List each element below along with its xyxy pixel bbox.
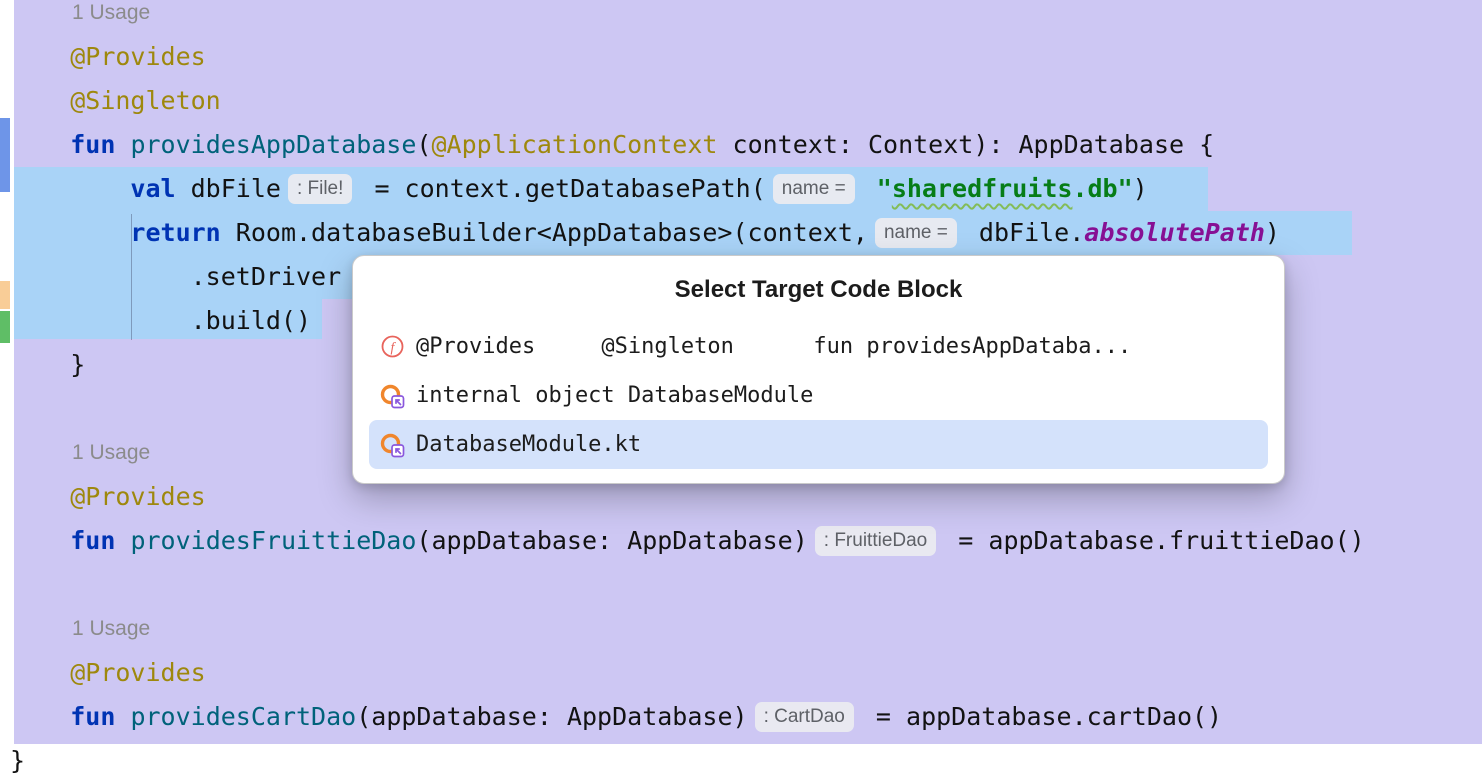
code-token: providesCartDao (130, 702, 357, 731)
code-token: @Provides (70, 658, 206, 687)
code-line[interactable]: @Provides (10, 475, 1482, 519)
inlay-hint[interactable]: : CartDao (754, 702, 854, 732)
vcs-change-marker-modified[interactable] (0, 118, 10, 192)
inlay-hint[interactable]: : File! (287, 174, 353, 204)
code-token (10, 42, 70, 71)
code-token (10, 130, 70, 159)
inlay-hint[interactable]: name = (874, 218, 957, 248)
code-token (10, 218, 130, 247)
code-line[interactable]: } (10, 343, 1482, 387)
popup-item[interactable]: DatabaseModule.kt (369, 420, 1268, 469)
code-line[interactable]: fun providesFruittieDao(appDatabase: App… (10, 519, 1482, 563)
vcs-change-marker-added[interactable] (0, 311, 10, 343)
code-line[interactable]: fun providesAppDatabase(@ApplicationCont… (10, 123, 1482, 167)
code-token: } (10, 350, 86, 379)
code-token: @ApplicationContext (431, 130, 718, 159)
code-token (10, 526, 70, 555)
code-token (10, 482, 70, 511)
popup-item[interactable]: internal object DatabaseModule (369, 371, 1268, 420)
svg-text:f: f (390, 341, 396, 356)
code-token: " (876, 174, 892, 203)
code-token: context: Context): AppDatabase { (717, 130, 1215, 159)
code-token: @Provides (70, 42, 206, 71)
popup-title: Select Target Code Block (674, 276, 963, 303)
popup-item-label: internal object DatabaseModule (416, 383, 814, 408)
code-line[interactable]: .setDriver (10, 255, 1482, 299)
code-token: ( (416, 130, 432, 159)
code-token: sharedfruits (891, 174, 1073, 203)
code-token: .build() (10, 306, 312, 335)
code-line[interactable]: return Room.databaseBuilder<AppDatabase>… (10, 211, 1482, 255)
vcs-change-marker-warning[interactable] (0, 281, 10, 309)
function-icon: f (379, 334, 405, 360)
code-line[interactable] (10, 563, 1482, 607)
select-target-popup: Select Target Code Block f @Provides @Sin… (352, 255, 1285, 484)
code-token: } (10, 746, 26, 775)
code-line[interactable]: 1 Usage (72, 617, 151, 640)
popup-item[interactable]: f @Provides @Singleton fun providesAppDat… (369, 322, 1268, 371)
code-token: (appDatabase: AppDatabase) (356, 702, 748, 731)
code-token: (appDatabase: AppDatabase) (416, 526, 808, 555)
code-token: dbFile. (963, 218, 1085, 247)
code-token (862, 174, 877, 203)
code-token (115, 130, 130, 159)
code-token: fun (70, 702, 116, 731)
selection-highlight-line-1 (14, 167, 1208, 211)
inlay-hint[interactable]: : FruittieDao (814, 526, 937, 556)
code-token: val (130, 174, 176, 203)
code-token: Room.databaseBuilder<AppDatabase>(contex… (220, 218, 868, 247)
code-line[interactable]: @Provides (10, 651, 1482, 695)
code-token: @Provides (70, 482, 206, 511)
code-token: fun (70, 130, 116, 159)
code-line[interactable]: val dbFile: File! = context.getDatabaseP… (10, 167, 1482, 211)
code-token: = appDatabase.fruittieDao() (943, 526, 1365, 555)
code-token: = appDatabase.cartDao() (860, 702, 1223, 731)
code-token (115, 526, 130, 555)
code-line[interactable]: 1 Usage (72, 1, 151, 24)
code-token (10, 174, 130, 203)
indent-guide (131, 214, 132, 340)
code-token: = context.getDatabasePath( (359, 174, 766, 203)
selection-highlight-line-2 (14, 211, 1352, 255)
code-line[interactable]: @Provides (10, 35, 1482, 79)
code-line[interactable]: fun providesCartDao(appDatabase: AppData… (10, 695, 1482, 739)
popup-item-label: @Provides @Singleton fun providesAppData… (416, 334, 1132, 359)
kotlin-file-icon (379, 432, 405, 458)
inlay-hint[interactable]: name = (772, 174, 855, 204)
code-token (10, 702, 70, 731)
code-line[interactable]: } (10, 739, 1482, 783)
popup-item-list: f @Provides @Singleton fun providesAppDat… (369, 322, 1268, 469)
code-line[interactable]: @Singleton (10, 79, 1482, 123)
code-token: dbFile (175, 174, 281, 203)
code-line[interactable]: 1 Usage (72, 441, 151, 464)
code-token (10, 658, 70, 687)
code-token: .db" (1072, 174, 1133, 203)
code-token: fun (70, 526, 116, 555)
code-token: providesAppDatabase (130, 130, 417, 159)
kotlin-object-icon (379, 383, 405, 409)
code-token: ) (1132, 174, 1148, 203)
code-token: absolutePath (1084, 218, 1265, 247)
code-token (115, 702, 130, 731)
code-token: @Singleton (70, 86, 221, 115)
popup-item-label: DatabaseModule.kt (416, 432, 642, 457)
code-token: return (130, 218, 221, 247)
code-token: providesFruittieDao (130, 526, 417, 555)
code-token: .setDriver (10, 262, 342, 291)
code-token: ) (1264, 218, 1280, 247)
code-lines: 1 Usage @Provides @Singleton fun provide… (10, 0, 1482, 783)
selection-highlight-line-4 (14, 299, 322, 339)
code-line[interactable]: .build() (10, 299, 1482, 343)
code-token (10, 86, 70, 115)
